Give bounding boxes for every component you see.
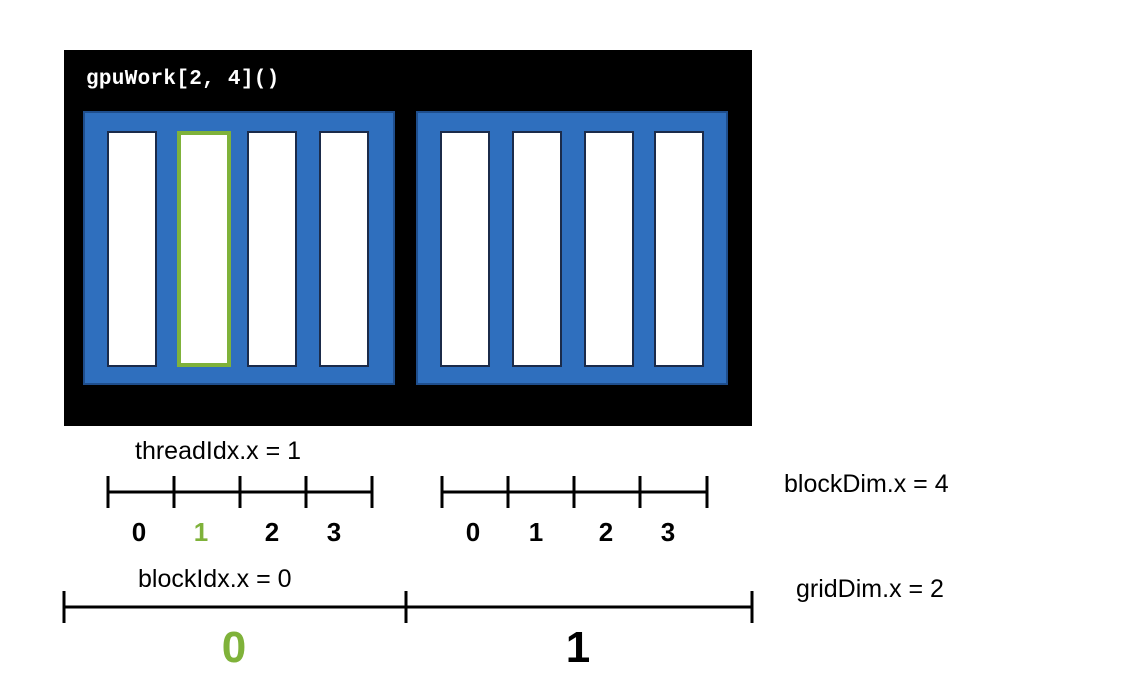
thread-0 bbox=[107, 131, 157, 367]
block-0 bbox=[83, 111, 395, 385]
thread-1 bbox=[512, 131, 562, 367]
thread-tick-b1-2: 2 bbox=[598, 517, 614, 547]
thread-tick-b0-3: 3 bbox=[326, 517, 342, 547]
thread-2 bbox=[247, 131, 297, 367]
block-tick-1: 1 bbox=[565, 623, 591, 672]
block-idx-label: blockIdx.x = 0 bbox=[138, 565, 292, 593]
grid-dim-label: gridDim.x = 2 bbox=[796, 575, 944, 603]
thread-tick-b0-0: 0 bbox=[131, 517, 147, 547]
kernel-call: gpuWork[2, 4]() bbox=[86, 68, 280, 91]
thread-0 bbox=[440, 131, 490, 367]
thread-3 bbox=[654, 131, 704, 367]
block-1 bbox=[416, 111, 728, 385]
thread-3 bbox=[319, 131, 369, 367]
thread-1-selected bbox=[177, 131, 231, 367]
block-tick-0: 0 bbox=[221, 623, 247, 672]
thread-tick-b1-0: 0 bbox=[465, 517, 481, 547]
thread-2 bbox=[584, 131, 634, 367]
thread-tick-b0-2: 2 bbox=[264, 517, 280, 547]
thread-idx-label: threadIdx.x = 1 bbox=[135, 437, 302, 465]
block-dim-label: blockDim.x = 4 bbox=[784, 470, 949, 498]
grid-panel: gpuWork[2, 4]() bbox=[64, 50, 752, 426]
thread-tick-b1-3: 3 bbox=[660, 517, 676, 547]
thread-tick-b0-1: 1 bbox=[193, 517, 209, 547]
thread-tick-b1-1: 1 bbox=[528, 517, 544, 547]
